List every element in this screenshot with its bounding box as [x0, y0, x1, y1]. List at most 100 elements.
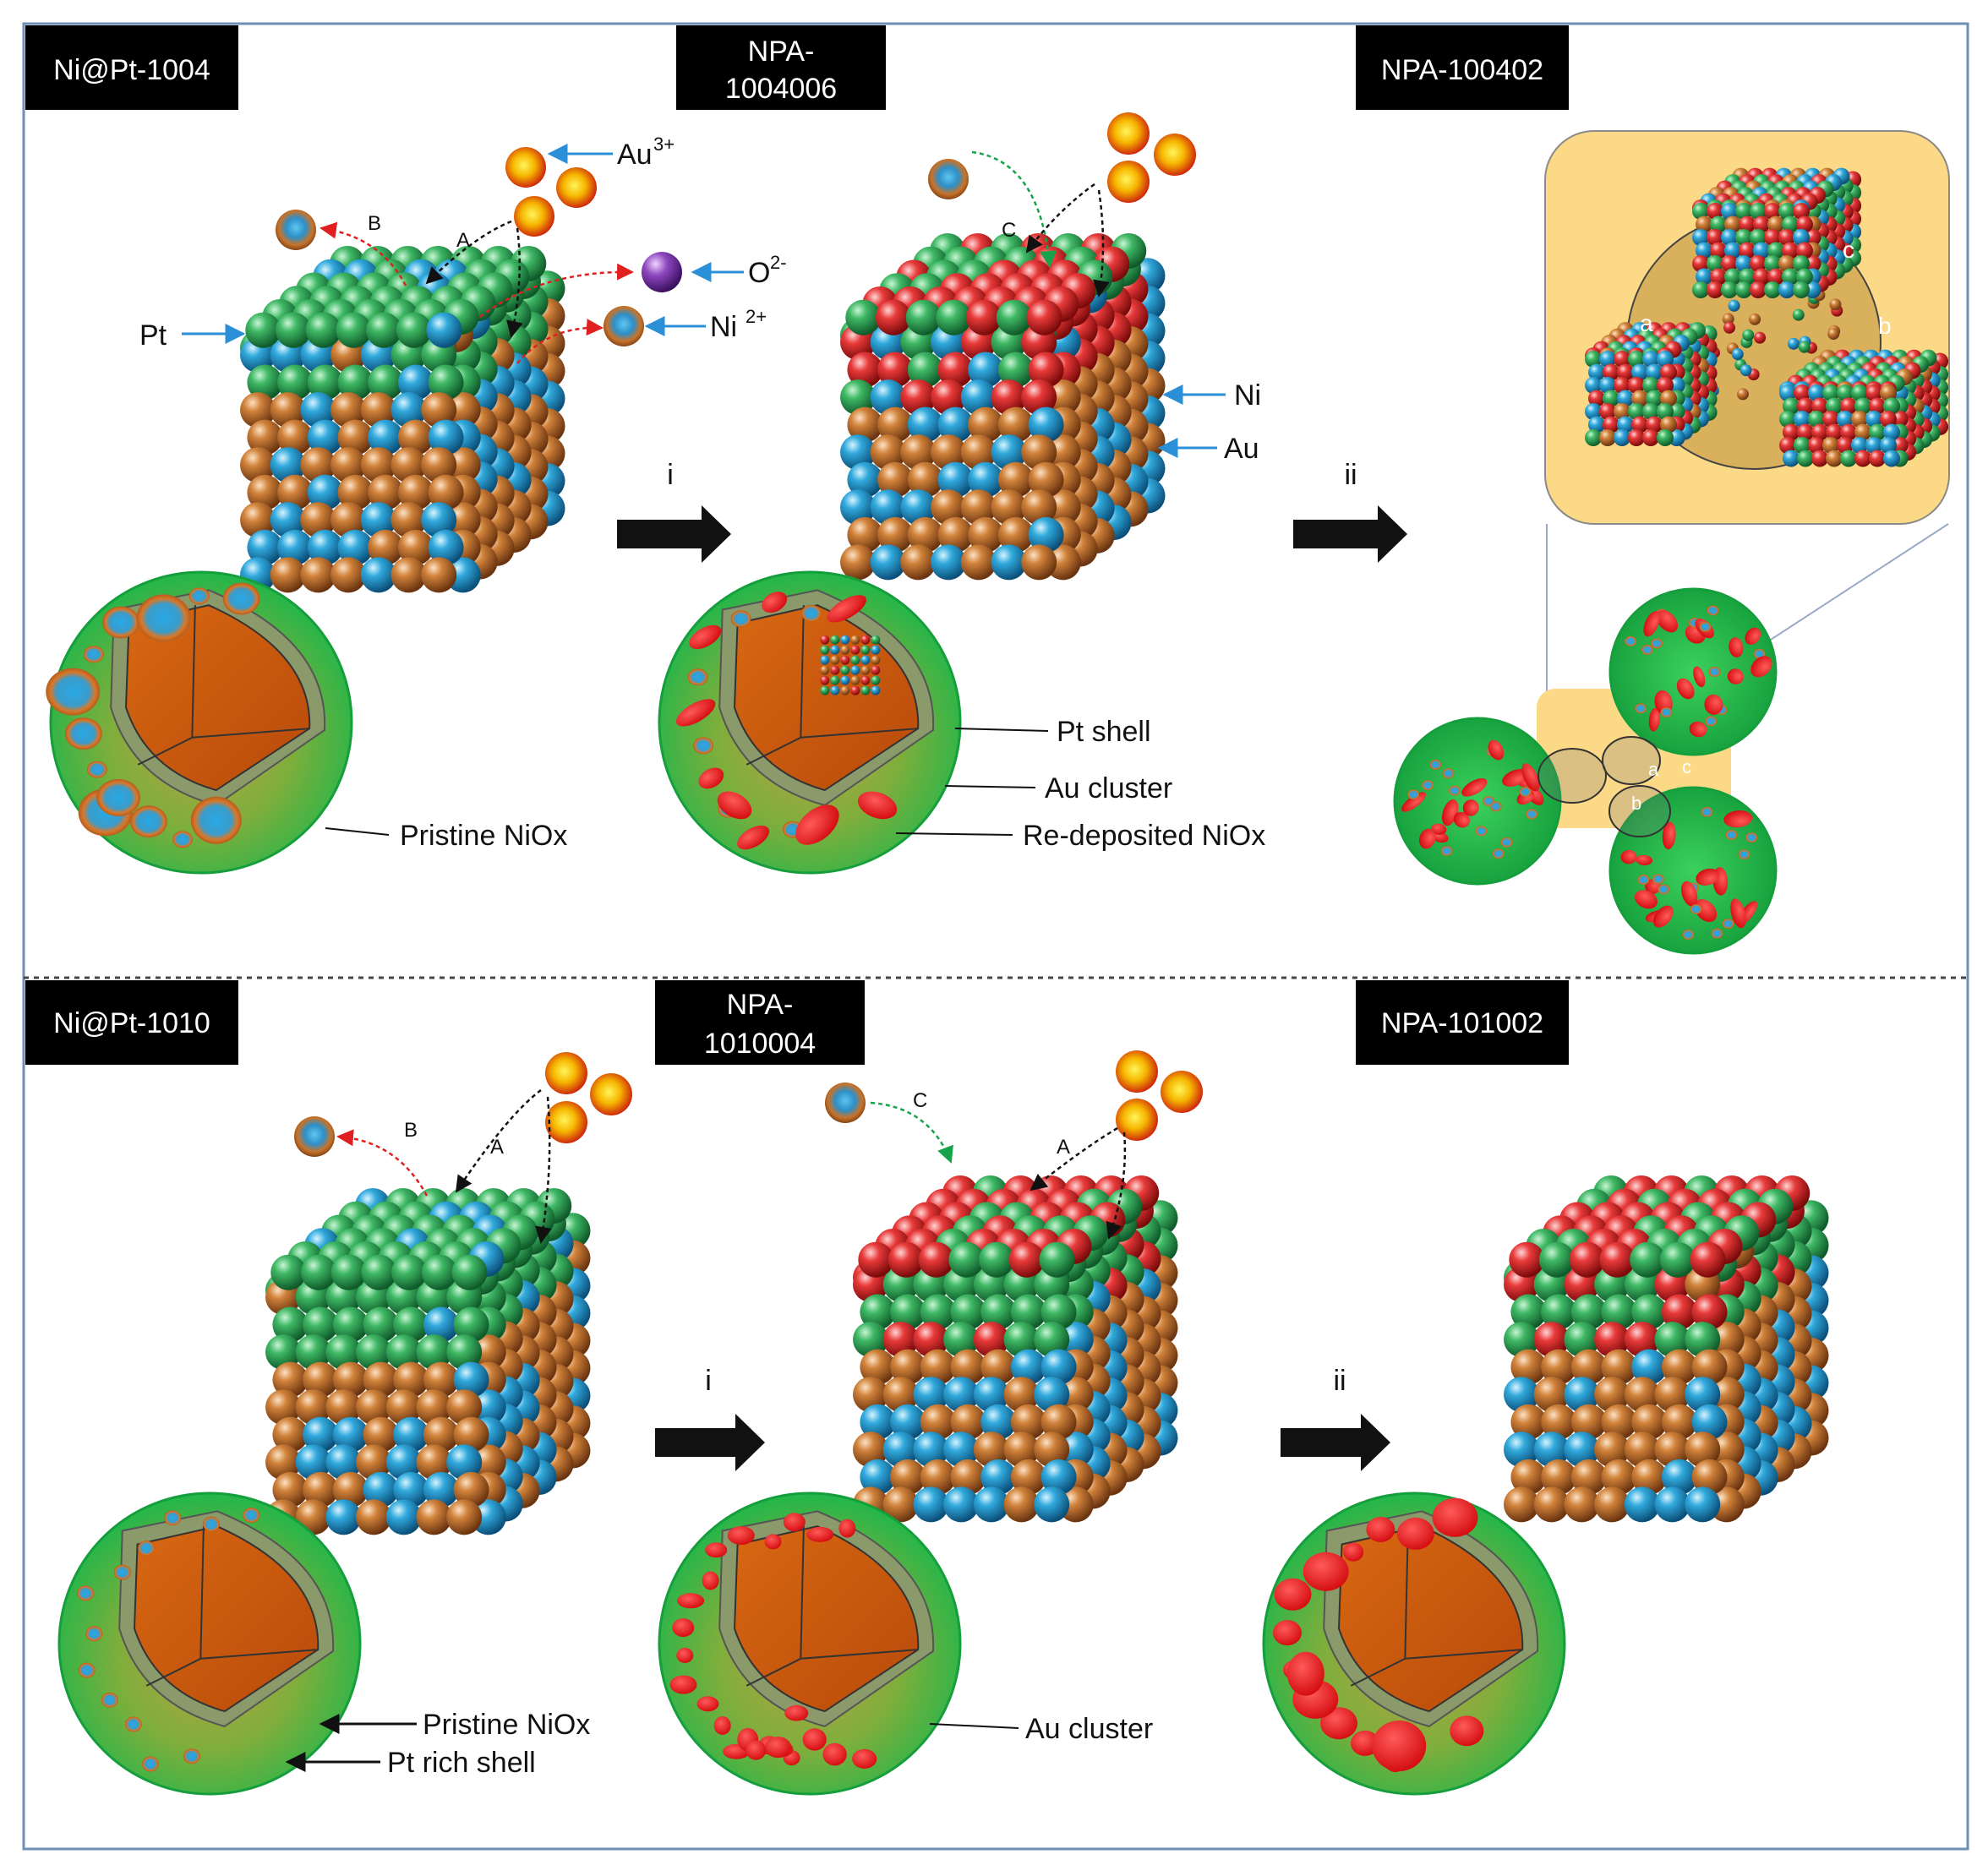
atom: [446, 1499, 483, 1535]
atom: [871, 655, 881, 665]
au-cluster-blob: [705, 1542, 728, 1558]
svg-text:O: O: [748, 257, 770, 289]
atom: [1603, 390, 1619, 407]
cluster-npa-1004006: [840, 232, 1166, 581]
atom: [1783, 450, 1800, 467]
svg-text:ii: ii: [1344, 459, 1357, 491]
atom: [451, 1254, 488, 1290]
niox-particle: [164, 1510, 182, 1526]
niox-particle: [203, 1516, 221, 1532]
atom: [1646, 363, 1663, 381]
atom: [1883, 450, 1900, 467]
atom: [301, 1254, 336, 1290]
atom: [918, 1241, 954, 1278]
atom: [1541, 1459, 1577, 1495]
atom: [890, 1459, 926, 1495]
atom: [1721, 203, 1738, 220]
atom: [1691, 1459, 1728, 1495]
au-ion-icon: [514, 196, 554, 237]
svg-text:Re-deposited NiOx: Re-deposited NiOx: [1023, 820, 1265, 852]
atom: [950, 1294, 986, 1330]
tag-ni-pt-1004: Ni@Pt-1004: [25, 25, 238, 110]
niox-particle: [1442, 768, 1455, 779]
au-ion-icon: [1107, 161, 1150, 203]
path-a-arrow: [425, 220, 512, 285]
niox-particle: [1500, 837, 1513, 848]
atom: [830, 635, 840, 645]
au-cluster-blob: [713, 1715, 731, 1735]
atom: [1779, 437, 1796, 454]
atom: [363, 1416, 399, 1453]
path-a2-arrow: [506, 227, 523, 338]
atom: [1588, 363, 1605, 381]
atom: [277, 419, 314, 455]
atom: [1021, 379, 1057, 416]
atom: [397, 474, 434, 510]
atom: [1630, 1241, 1666, 1278]
atom: [931, 379, 967, 416]
au-ion-icon: [1107, 112, 1150, 155]
au-label: Au: [1157, 433, 1259, 465]
atom: [368, 364, 404, 401]
atom: [943, 1322, 980, 1358]
atom: [240, 392, 276, 428]
atom: [247, 529, 283, 565]
atom: [853, 1432, 888, 1468]
atom: [1779, 411, 1796, 428]
atom: [272, 1471, 309, 1508]
atom: [332, 1471, 369, 1508]
atom: [1034, 1377, 1070, 1413]
atom: [1624, 1377, 1660, 1413]
atom: [1707, 281, 1723, 298]
au-cluster-blob: [1727, 668, 1744, 684]
atom: [1710, 242, 1727, 259]
atom: [1724, 215, 1741, 233]
atom: [1793, 229, 1810, 246]
svg-text:NPA-: NPA-: [748, 35, 815, 68]
svg-text:Pristine NiOx: Pristine NiOx: [423, 1709, 590, 1741]
atom: [453, 1306, 489, 1343]
au-ion-icon: [1116, 1099, 1158, 1141]
atom: [1808, 411, 1825, 428]
svg-text:NPA-101002: NPA-101002: [1381, 1007, 1543, 1039]
atom: [1003, 1486, 1040, 1523]
pt-shell-label: Pt shell: [954, 716, 1151, 748]
au-cluster-blob: [1488, 739, 1505, 761]
bottom-path-a-arrow-2: [1030, 1126, 1118, 1192]
atom: [428, 474, 464, 510]
atom: [871, 685, 881, 695]
atom: [1617, 363, 1634, 381]
svg-text:ii: ii: [1333, 1365, 1346, 1397]
atom: [1010, 1349, 1046, 1385]
atom: [936, 299, 972, 335]
au-ion-icon: [545, 1101, 587, 1143]
atom: [325, 1499, 362, 1535]
atom: [1510, 1294, 1547, 1330]
o-ion-label-group: O 2-: [691, 252, 787, 289]
svg-text:Pt: Pt: [139, 319, 167, 352]
atom: [307, 419, 343, 455]
atom: [1504, 1486, 1539, 1523]
au-cluster-blob: [1343, 1542, 1364, 1562]
atom: [428, 529, 464, 565]
atom: [1735, 229, 1752, 246]
niox-particle: [1440, 846, 1453, 857]
atom: [1599, 351, 1616, 368]
atom: [1685, 1322, 1721, 1358]
au-cluster-blob: [827, 595, 866, 623]
atom: [1811, 450, 1828, 467]
niox-particle: [1652, 874, 1664, 885]
atom: [997, 461, 1034, 498]
atom: [1883, 423, 1900, 441]
svg-text:Au cluster: Au cluster: [1045, 772, 1172, 804]
atom: [860, 685, 871, 695]
atom: [247, 419, 283, 455]
atom: [1631, 1404, 1668, 1440]
atom: [1691, 1294, 1728, 1330]
atom: [1533, 1432, 1570, 1468]
atom: [1594, 1322, 1630, 1358]
neck-outline: [1608, 785, 1671, 837]
atom: [1782, 242, 1799, 259]
atom: [1724, 242, 1741, 259]
